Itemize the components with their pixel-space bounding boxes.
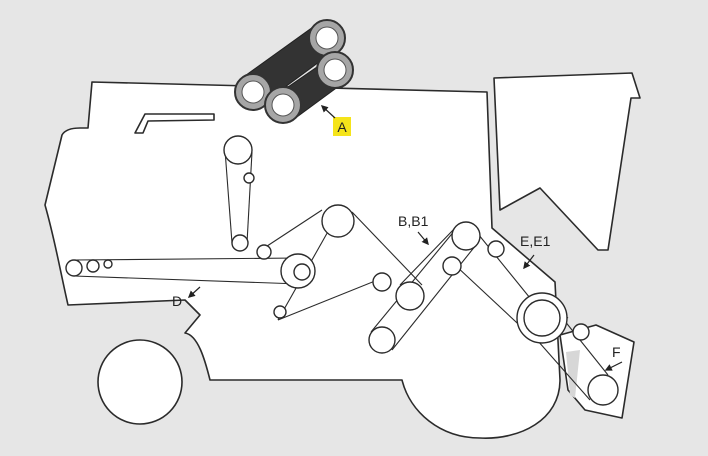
grain-tank-outline <box>493 72 641 251</box>
belt-a-assembly <box>234 19 354 124</box>
label-a-group: A <box>320 105 351 136</box>
label-b-b1: B,B1 <box>398 213 429 229</box>
rear-spout-shade <box>566 350 580 398</box>
label-a-highlight <box>333 117 351 136</box>
label-d-group: D <box>172 286 201 309</box>
label-b-group: B,B1 <box>398 213 429 246</box>
label-e-e1: E,E1 <box>520 233 551 249</box>
label-d: D <box>172 293 182 309</box>
label-f: F <box>612 344 621 360</box>
pulleys <box>65 135 619 406</box>
label-f-group: F <box>604 344 623 371</box>
front-wheel <box>97 339 183 425</box>
label-e-group: E,E1 <box>520 233 551 270</box>
header-channel <box>134 113 215 134</box>
label-a: A <box>337 119 347 135</box>
